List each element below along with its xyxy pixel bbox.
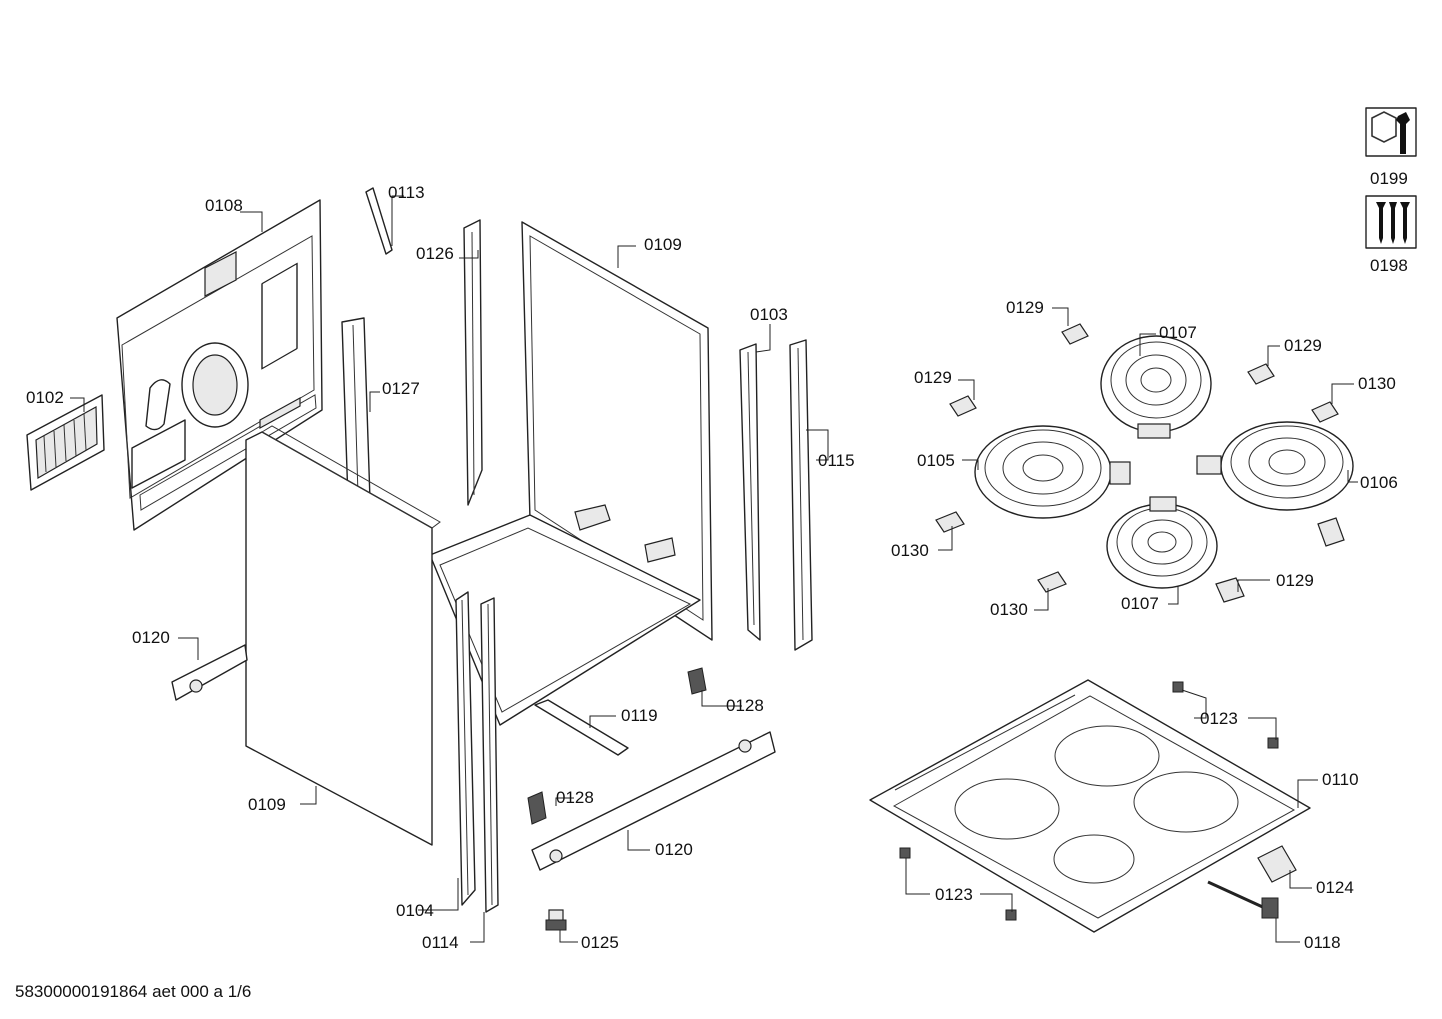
rail-0119-part [534, 699, 629, 756]
heating-element-0106 [1196, 421, 1354, 511]
rail-0126-part [463, 219, 483, 506]
heating-element-0107-top [1100, 335, 1212, 439]
bracket-0129-d [1317, 517, 1345, 547]
bottom-tray-part [429, 504, 701, 726]
callout-labels: 0108 0113 0126 0109 0102 0127 0103 0115 … [26, 169, 1408, 952]
bracket-0130-c [1037, 571, 1067, 593]
clip-0128-upper-part [687, 667, 707, 695]
callout-0107-top: 0107 [1159, 323, 1197, 342]
side-panel-front-part [245, 425, 441, 846]
callout-0113: 0113 [388, 183, 425, 202]
wrench-nut-icon [1365, 107, 1417, 157]
callout-0125: 0125 [581, 933, 619, 952]
callout-0128-upper: 0128 [726, 696, 764, 715]
back-panel-part [116, 199, 323, 531]
bracket-0129-c [949, 395, 977, 417]
callout-0130-bottom: 0130 [990, 600, 1028, 619]
callout-0124: 0124 [1316, 878, 1354, 897]
small-bracket-part [365, 187, 393, 255]
bracket-0129-e [1215, 577, 1245, 603]
callout-0199: 0199 [1370, 169, 1408, 188]
callout-0107-bottom: 0107 [1121, 594, 1159, 613]
callout-0109-bottom: 0109 [248, 795, 286, 814]
callout-0130-left: 0130 [891, 541, 929, 560]
rail-0114-part [480, 597, 499, 913]
callout-0114: 0114 [422, 933, 459, 952]
callout-0109-top: 0109 [644, 235, 682, 254]
clip-0123-d [1005, 909, 1017, 921]
rail-0127-part [341, 317, 371, 501]
callout-0128-lower: 0128 [556, 788, 594, 807]
callout-0115: 0115 [818, 451, 855, 470]
callout-0129-top-left: 0129 [1006, 298, 1044, 317]
callout-0129-top-right: 0129 [1284, 336, 1322, 355]
rail-0103-part [739, 343, 761, 641]
callout-0102: 0102 [26, 388, 64, 407]
rail-0115-part [789, 339, 813, 651]
bracket-0130-b [935, 511, 965, 533]
rail-0104-part [455, 591, 476, 906]
foot-rail-right-part [531, 731, 776, 871]
callout-0126: 0126 [416, 244, 454, 263]
cable-harness-part [1207, 880, 1279, 919]
callout-0105: 0105 [917, 451, 955, 470]
callout-0110: 0110 [1322, 770, 1359, 789]
callout-0106: 0106 [1360, 473, 1398, 492]
callout-0104: 0104 [396, 901, 434, 920]
ceramic-hob-top-part [869, 679, 1311, 933]
callout-0198: 0198 [1370, 256, 1408, 275]
callout-0129-bottom-right: 0129 [1276, 571, 1314, 590]
clip-0128-lower-part [527, 791, 547, 825]
screws-icon [1365, 195, 1417, 249]
heating-element-0107-bottom [1106, 496, 1218, 589]
callout-0103: 0103 [750, 305, 788, 324]
leader-lines [70, 195, 1358, 943]
callout-0118: 0118 [1304, 933, 1341, 952]
callout-0120-left: 0120 [132, 628, 170, 647]
bracket-0129-a [1061, 323, 1089, 345]
callout-0120-right: 0120 [655, 840, 693, 859]
callout-0130-right: 0130 [1358, 374, 1396, 393]
callout-0129-left: 0129 [914, 368, 952, 387]
bracket-0130-a [1311, 401, 1339, 423]
callout-0127: 0127 [382, 379, 420, 398]
vent-grille-part [26, 394, 105, 491]
heating-element-0105 [974, 425, 1131, 519]
leveling-foot-part [545, 909, 567, 931]
callout-0119: 0119 [621, 706, 658, 725]
drawing-id: 58300000191864 aet 000 a 1/6 [15, 982, 251, 1001]
callout-0123-top: 0123 [1200, 709, 1238, 728]
foot-rail-left-part [171, 644, 248, 701]
callout-0123-bottom: 0123 [935, 885, 973, 904]
terminal-block-part [1257, 845, 1297, 883]
callout-0108: 0108 [205, 196, 243, 215]
clip-0123-a [1172, 681, 1184, 693]
bracket-0129-b [1247, 363, 1275, 385]
clip-0123-b [1267, 737, 1279, 749]
clip-0123-c [899, 847, 911, 859]
